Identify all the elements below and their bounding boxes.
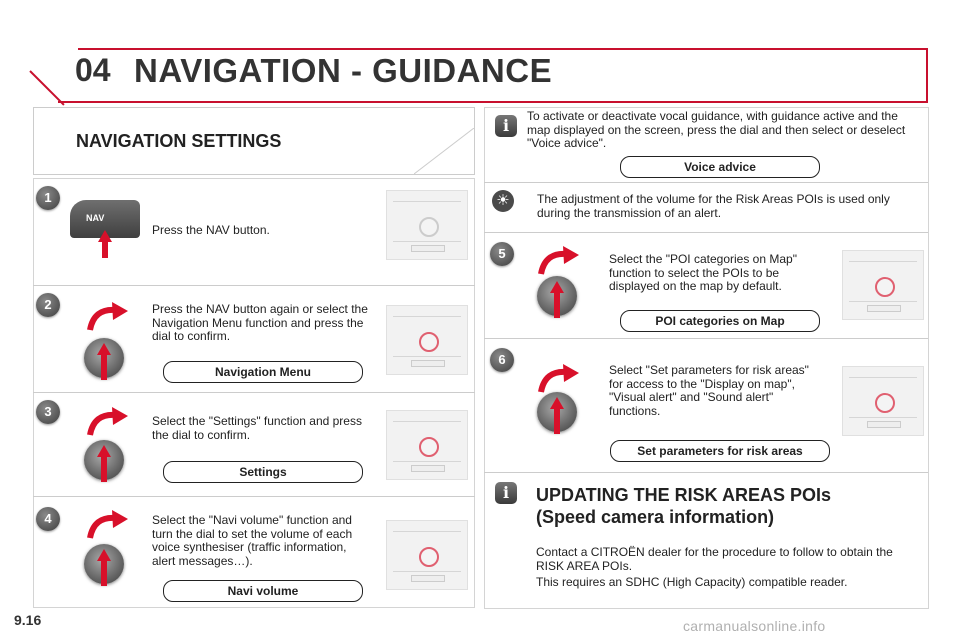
menu-pill-navi-volume[interactable]: Navi volume bbox=[163, 580, 363, 602]
step-badge: 6 bbox=[490, 348, 514, 372]
step-badge: 5 bbox=[490, 242, 514, 266]
arrow-stem bbox=[102, 240, 108, 258]
menu-pill-navigation-menu[interactable]: Navigation Menu bbox=[163, 361, 363, 383]
header-rule-top bbox=[78, 48, 928, 50]
step-badge: 4 bbox=[36, 507, 60, 531]
up-arrow-icon bbox=[98, 230, 112, 242]
nav-button-label: NAV bbox=[86, 213, 105, 223]
step-1 bbox=[33, 178, 475, 286]
control-panel-image bbox=[386, 410, 468, 480]
up-arrow-icon bbox=[97, 445, 111, 457]
divider bbox=[484, 472, 928, 473]
menu-pill-set-parameters[interactable]: Set parameters for risk areas bbox=[610, 440, 830, 462]
control-panel-image bbox=[386, 305, 468, 375]
step-text: Select the "Settings" function and press… bbox=[152, 414, 362, 442]
step-3 bbox=[33, 392, 475, 497]
up-arrow-icon bbox=[550, 281, 564, 293]
header-rule-bottom bbox=[58, 101, 928, 103]
step-text: Select "Set parameters for risk areas" f… bbox=[609, 363, 809, 418]
divider bbox=[484, 182, 928, 183]
arrow-stem bbox=[554, 406, 560, 434]
update-text: Contact a CITROËN dealer for the procedu… bbox=[536, 545, 893, 573]
header-rule-right bbox=[926, 48, 928, 103]
control-panel-image bbox=[386, 190, 468, 260]
curved-arrow-icon bbox=[538, 246, 579, 275]
up-arrow-icon bbox=[550, 397, 564, 409]
menu-pill-poi-categories[interactable]: POI categories on Map bbox=[620, 310, 820, 332]
sun-icon: ☀ bbox=[492, 190, 514, 212]
page-title: NAVIGATION - GUIDANCE bbox=[134, 52, 553, 89]
control-panel-image bbox=[842, 366, 924, 436]
step-text: Press the NAV button again or select the… bbox=[152, 302, 368, 343]
update-title-line1: UPDATING THE RISK AREAS POIs bbox=[536, 485, 832, 505]
arrow-stem bbox=[101, 558, 107, 586]
update-title-line2: (Speed camera information) bbox=[536, 507, 775, 527]
step-badge: 1 bbox=[36, 186, 60, 210]
update-text-2: This requires an SDHC (High Capacity) co… bbox=[536, 575, 848, 589]
divider bbox=[484, 232, 928, 233]
step-2 bbox=[33, 285, 475, 393]
info-text: To activate or deactivate vocal guidance… bbox=[527, 109, 906, 150]
step-badge: 3 bbox=[36, 400, 60, 424]
curved-arrow-icon bbox=[87, 302, 128, 331]
step-text: Press the NAV button. bbox=[152, 223, 270, 237]
curved-arrow-icon bbox=[538, 364, 579, 393]
menu-pill-voice-advice[interactable]: Voice advice bbox=[620, 156, 820, 178]
curved-arrow-icon bbox=[87, 407, 128, 436]
step-badge: 2 bbox=[36, 293, 60, 317]
control-panel-image bbox=[386, 520, 468, 590]
curved-arrow-icon bbox=[87, 510, 128, 539]
up-arrow-icon bbox=[97, 343, 111, 355]
chapter-number: 04 bbox=[75, 52, 111, 88]
arrow-stem bbox=[101, 454, 107, 482]
divider bbox=[484, 338, 928, 339]
info-icon: i bbox=[495, 115, 517, 137]
update-title: UPDATING THE RISK AREAS POIs (Speed came… bbox=[536, 484, 831, 528]
menu-pill-settings[interactable]: Settings bbox=[163, 461, 363, 483]
step-text: Select the "Navi volume" function and tu… bbox=[152, 513, 353, 568]
header-rule-diagonal bbox=[29, 70, 65, 106]
arrow-stem bbox=[101, 352, 107, 380]
left-title-panel bbox=[33, 107, 475, 175]
right-panel bbox=[484, 107, 929, 609]
control-panel-image bbox=[842, 250, 924, 320]
watermark: carmanualsonline.info bbox=[683, 618, 826, 634]
page-number: 9.16 bbox=[14, 612, 42, 628]
section-title: NAVIGATION SETTINGS bbox=[76, 131, 282, 151]
panel-corner-line bbox=[414, 128, 474, 174]
up-arrow-icon bbox=[97, 549, 111, 561]
note-text: The adjustment of the volume for the Ris… bbox=[537, 192, 890, 220]
info-icon: i bbox=[495, 482, 517, 504]
arrow-stem bbox=[554, 290, 560, 318]
step-text: Select the "POI categories on Map" funct… bbox=[609, 252, 797, 293]
